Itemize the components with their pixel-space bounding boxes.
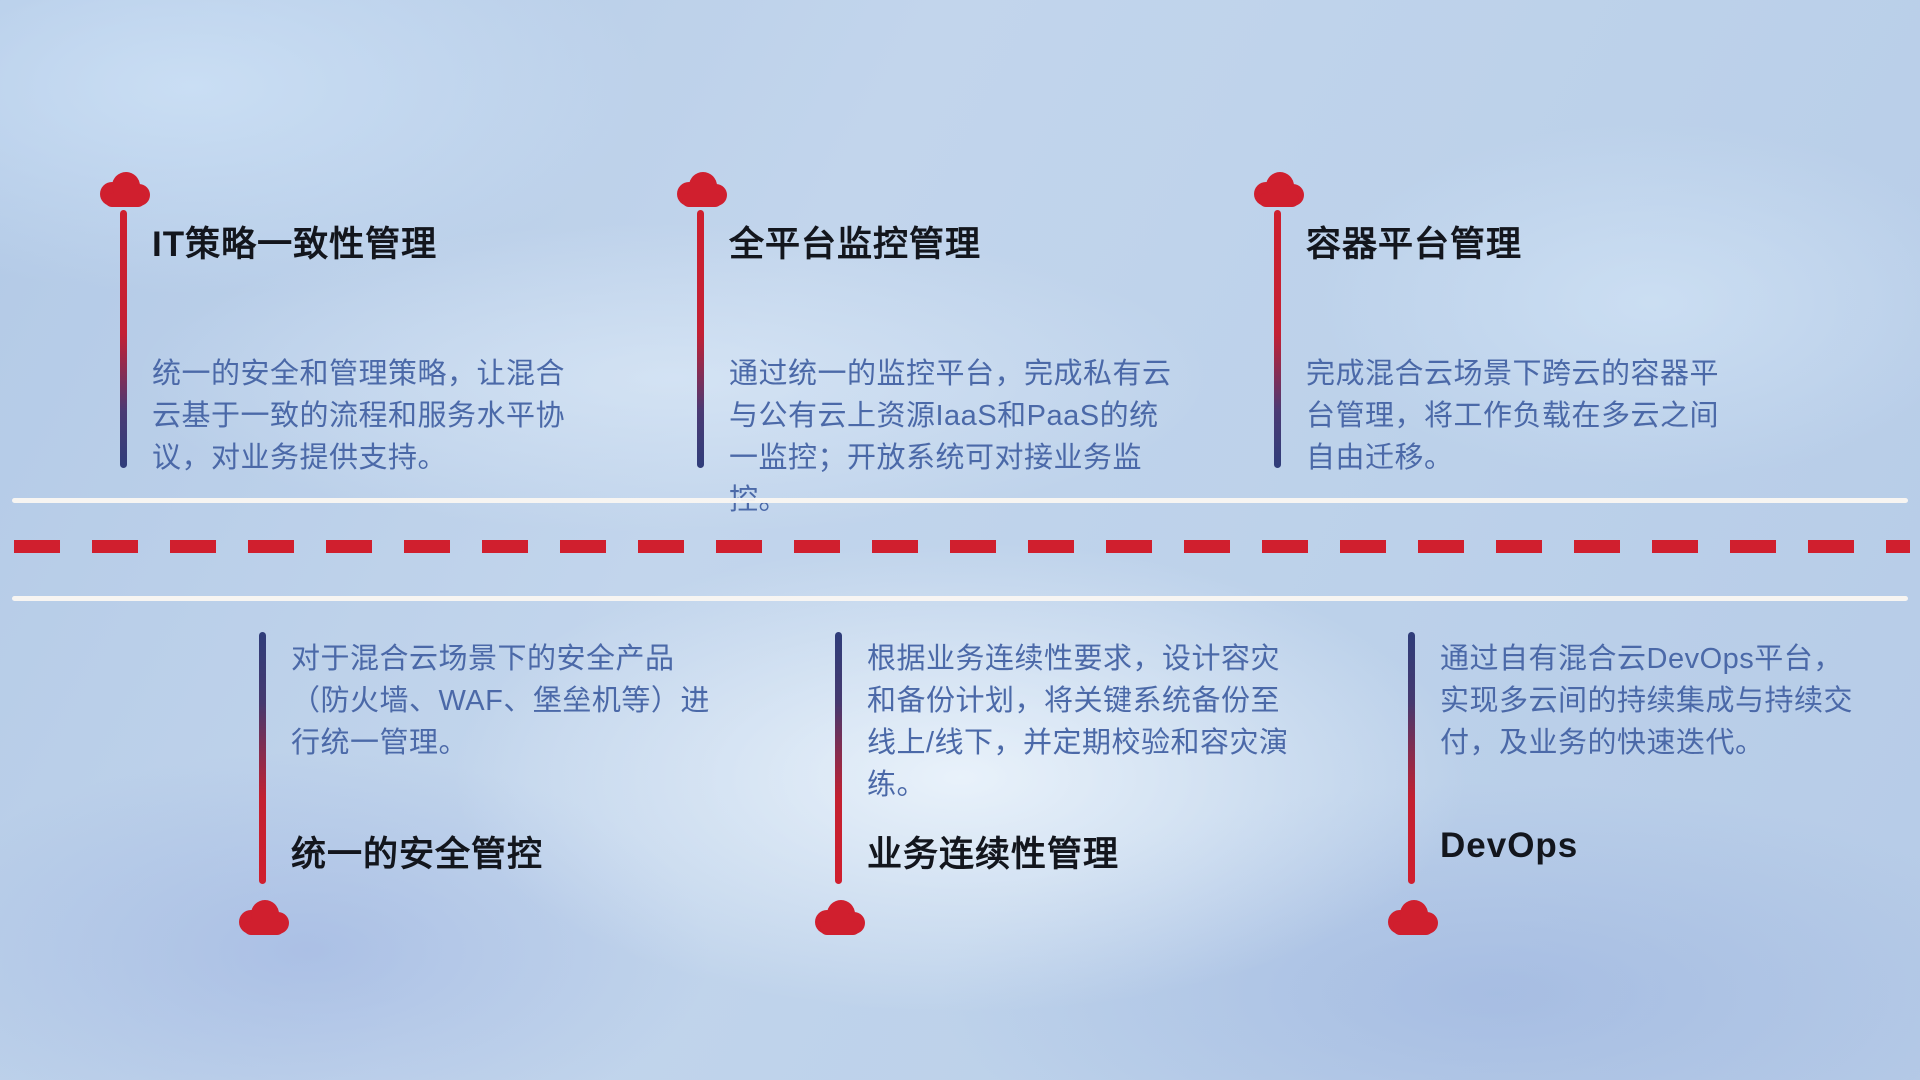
item-title: IT策略一致性管理 <box>152 225 438 264</box>
cloud-icon <box>811 898 867 936</box>
timeline-connector <box>1274 210 1281 468</box>
item-description: 根据业务连续性要求，设计容灾和备份计划，将关键系统备份至线上/线下，并定期校验和… <box>867 643 1289 802</box>
item-description: 对于混合云场景下的安全产品（防火墙、WAF、堡垒机等）进行统一管理。 <box>291 643 710 760</box>
item-title: 业务连续性管理 <box>867 835 1120 874</box>
timeline-connector <box>835 632 842 884</box>
timeline-connector <box>259 632 266 884</box>
top-item-container-platform: 容器平台管理 完成混合云场景下跨云的容器平台管理，将工作负载在多云之间自由迁移。 <box>1250 170 1780 510</box>
item-description: 通过统一的监控平台，完成私有云与公有云上资源IaaS和PaaS的统一监控；开放系… <box>729 358 1172 517</box>
bottom-item-security-control: 对于混合云场景下的安全产品（防火墙、WAF、堡垒机等）进行统一管理。 统一的安全… <box>235 632 765 962</box>
cloud-icon <box>96 170 152 208</box>
item-title: 统一的安全管控 <box>291 835 544 874</box>
item-title: 全平台监控管理 <box>729 225 982 264</box>
timeline-connector <box>1408 632 1415 884</box>
divider-solid-line-bottom <box>12 596 1908 601</box>
bottom-item-devops: 通过自有混合云DevOps平台，实现多云间的持续集成与持续交付，及业务的快速迭代… <box>1384 632 1914 962</box>
timeline-connector <box>697 210 704 468</box>
cloud-icon <box>1250 170 1306 208</box>
item-title: DevOps <box>1440 826 1579 865</box>
cloud-icon <box>235 898 291 936</box>
top-item-monitoring: 全平台监控管理 通过统一的监控平台，完成私有云与公有云上资源IaaS和PaaS的… <box>673 170 1203 516</box>
cloud-icon <box>673 170 729 208</box>
cloud-icon <box>1384 898 1440 936</box>
item-title: 容器平台管理 <box>1306 225 1523 264</box>
item-description: 统一的安全和管理策略，让混合云基于一致的流程和服务水平协议，对业务提供支持。 <box>152 358 566 475</box>
item-description: 通过自有混合云DevOps平台，实现多云间的持续集成与持续交付，及业务的快速迭代… <box>1440 643 1854 760</box>
item-description: 完成混合云场景下跨云的容器平台管理，将工作负载在多云之间自由迁移。 <box>1306 358 1720 475</box>
divider-solid-line-top <box>12 498 1908 503</box>
timeline-connector <box>120 210 127 468</box>
top-item-it-policy: IT策略一致性管理 统一的安全和管理策略，让混合云基于一致的流程和服务水平协议，… <box>96 170 626 510</box>
bottom-item-business-continuity: 根据业务连续性要求，设计容灾和备份计划，将关键系统备份至线上/线下，并定期校验和… <box>811 632 1341 962</box>
divider-dashed-line <box>14 540 1910 553</box>
